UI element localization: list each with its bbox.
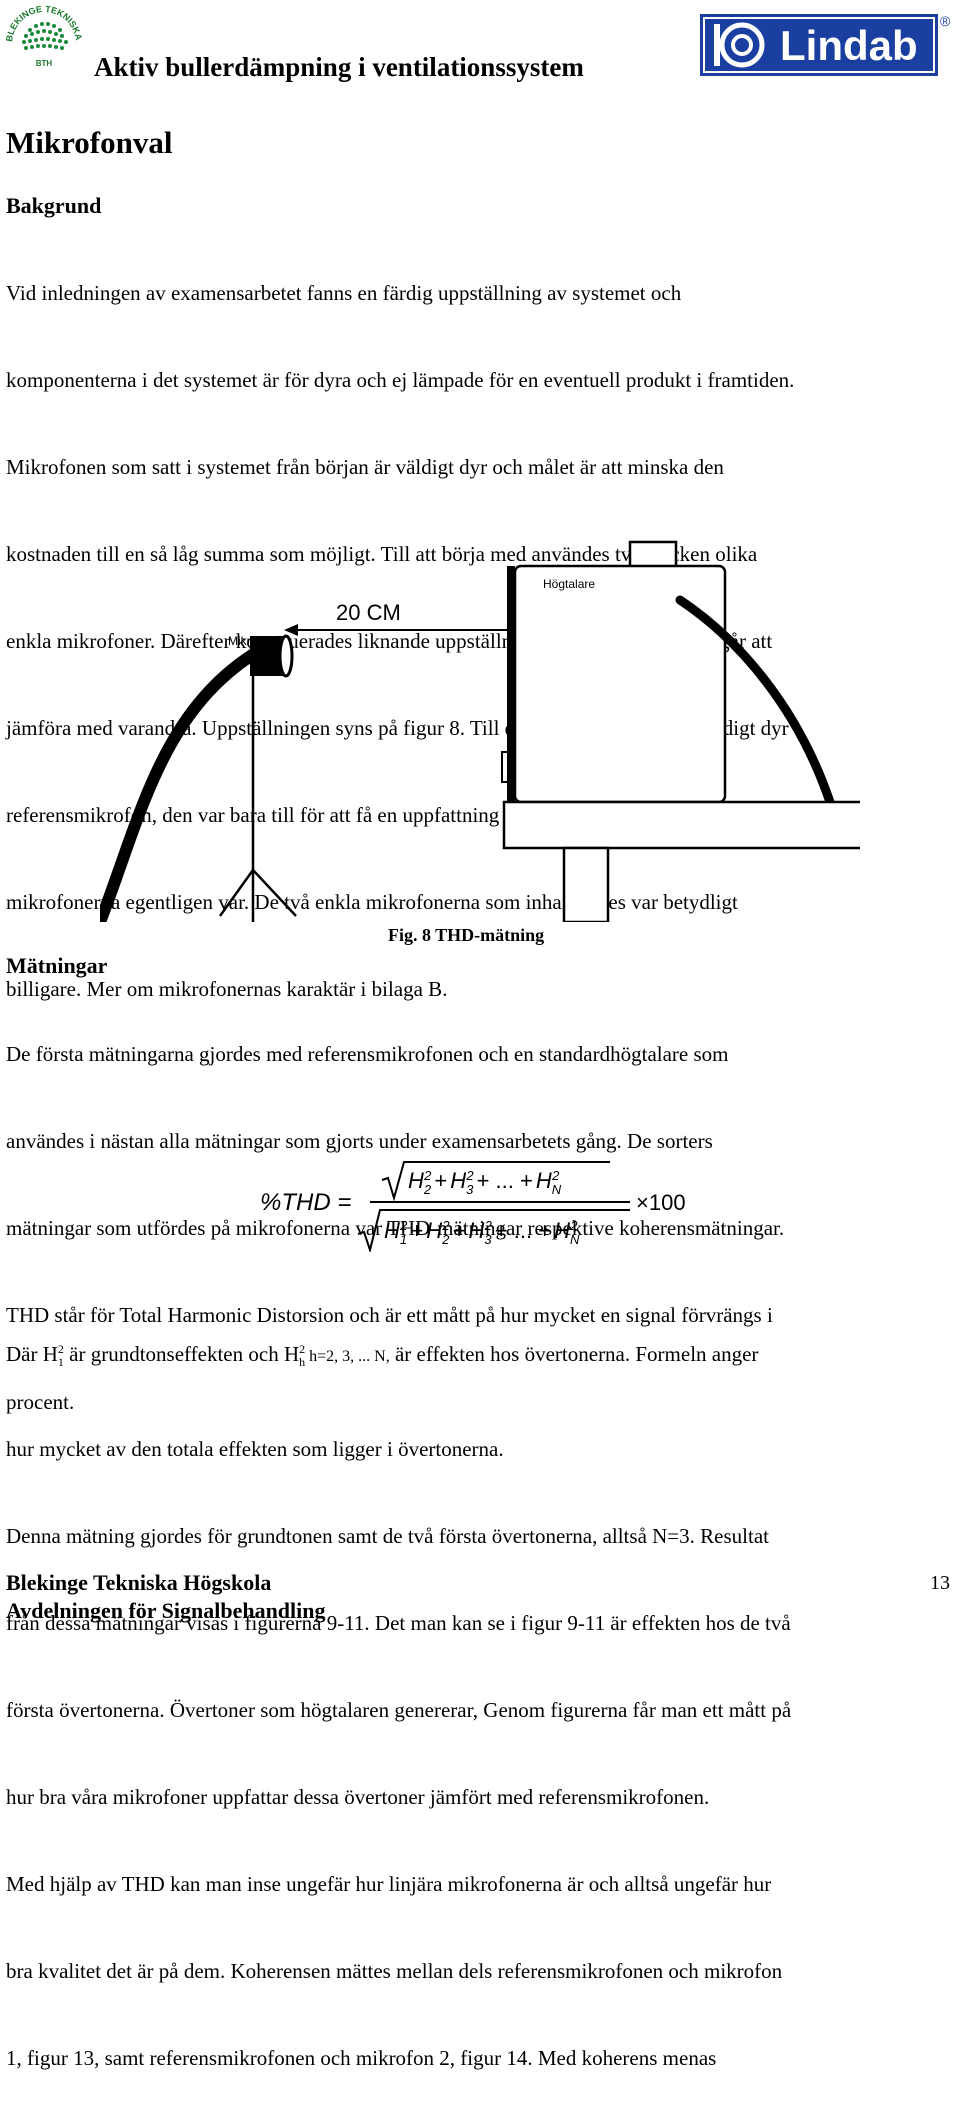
bth-logo: BLEKINGE TEKNISKA HÖGSKOLA BTH bbox=[0, 0, 88, 80]
microphone-label: Mikrofon bbox=[228, 634, 274, 648]
bth-logo-inner-text: BTH bbox=[36, 59, 53, 68]
footer-department: Avdelningen för Signalbehandling bbox=[6, 1598, 326, 1623]
formula-numerator: H22+H32+ ... +HN2 bbox=[408, 1168, 562, 1197]
text-line: bra kvalitet det är på dem. Koherensen m… bbox=[6, 1959, 783, 1984]
formula-lhs: %THD = bbox=[260, 1189, 351, 1216]
text-line: procent. bbox=[6, 1390, 75, 1414]
lindab-logo-text: Lindab bbox=[780, 22, 918, 69]
lindab-logo: Lindab ® bbox=[700, 10, 951, 78]
distance-label: 20 CM bbox=[336, 600, 401, 625]
figure-8-caption: Fig. 8 THD-mätning bbox=[388, 925, 545, 945]
text-line-with-math: Där H12 är grundtonseffekten och Hh2 h=2… bbox=[6, 1342, 759, 1370]
microphone-cable bbox=[94, 644, 266, 928]
formula-denominator: H12+H22+H32+ ... +HN2 bbox=[384, 1218, 580, 1247]
lindab-logo-icon: Lindab ® bbox=[700, 13, 951, 76]
lindab-registered-mark: ® bbox=[940, 13, 950, 29]
speaker-icon bbox=[501, 540, 727, 804]
document-header-title: Aktiv bullerdämpning i ventilationssyste… bbox=[94, 52, 584, 82]
text-line: Vid inledningen av examensarbetet fanns … bbox=[6, 281, 682, 305]
microphone-stand bbox=[218, 676, 297, 922]
text-line: användes i nästan alla mätningar som gjo… bbox=[6, 1129, 713, 1153]
table bbox=[502, 800, 866, 924]
text-line: billigare. Mer om mikrofonernas karaktär… bbox=[6, 977, 448, 1001]
text-line: THD står för Total Harmonic Distorsion o… bbox=[6, 1303, 773, 1327]
text-line: 1, figur 13, samt referensmikrofonen och… bbox=[6, 2046, 717, 2071]
matningar-heading: Mätningar bbox=[6, 953, 108, 978]
bth-logo-ring-text: BLEKINGE TEKNISKA HÖGSKOLA bbox=[0, 0, 84, 43]
text-line: första övertonerna. Övertoner som högtal… bbox=[6, 1698, 792, 1723]
text-line: komponenterna i det systemet är för dyra… bbox=[6, 368, 795, 392]
bakgrund-heading: Bakgrund bbox=[6, 193, 102, 218]
speaker-cable bbox=[675, 595, 837, 813]
figure-8-setup-diagram: Mikrofon 20 CM Högtalare bbox=[94, 490, 866, 928]
thd-explanation-paragraph: Där H12 är grundtonseffekten och Hh2 h=2… bbox=[6, 1277, 791, 2102]
distance-arrow bbox=[284, 624, 528, 636]
bth-seal-logo-icon: BLEKINGE TEKNISKA HÖGSKOLA BTH bbox=[0, 0, 84, 68]
thd-formula: %THD = H22+H32+ ... +HN2 H12+H22+H32+ ..… bbox=[258, 1158, 698, 1254]
text-line: kostnaden till en så låg summa som möjli… bbox=[6, 542, 758, 566]
page-number: 13 bbox=[930, 1572, 950, 1594]
formula-multiplier: ×100 bbox=[636, 1190, 686, 1215]
text-line: Mikrofonen som satt i systemet från börj… bbox=[6, 455, 724, 479]
section-title: Mikrofonval bbox=[6, 125, 173, 160]
speaker-label: Högtalare bbox=[543, 577, 595, 591]
denominator-root-sign bbox=[357, 1209, 630, 1254]
text-line: hur bra våra mikrofoner uppfattar dessa … bbox=[6, 1785, 710, 1810]
text-line: Denna mätning gjordes för grundtonen sam… bbox=[6, 1524, 769, 1549]
numerator-root-sign bbox=[381, 1161, 610, 1202]
text-line: De första mätningarna gjordes med refere… bbox=[6, 1042, 729, 1066]
microphone-icon bbox=[250, 634, 294, 678]
text-line: Med hjälp av THD kan man inse ungefär hu… bbox=[6, 1872, 772, 1897]
footer-institution: Blekinge Tekniska Högskola bbox=[6, 1570, 272, 1595]
text-line: hur mycket av den totala effekten som li… bbox=[6, 1437, 504, 1462]
